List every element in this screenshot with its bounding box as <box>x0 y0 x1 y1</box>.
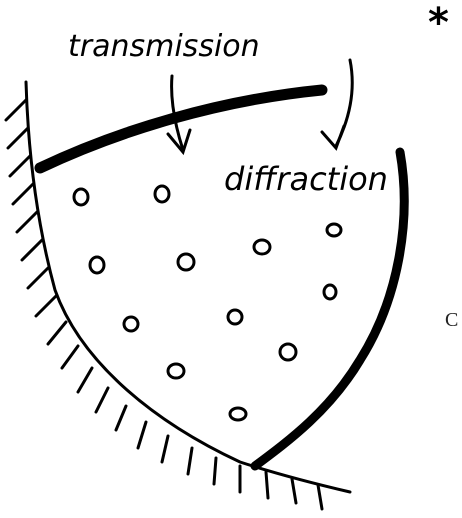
asterisk-mark: * <box>428 0 449 46</box>
particle <box>325 222 343 238</box>
particle <box>153 184 171 204</box>
left-boundary-wall <box>4 80 352 511</box>
particle <box>166 362 186 380</box>
particle <box>278 342 298 362</box>
diffraction-boundary <box>250 147 409 471</box>
particle <box>176 252 196 272</box>
particle <box>228 406 248 422</box>
particle <box>88 255 106 275</box>
particles <box>72 184 343 422</box>
particle <box>252 238 272 256</box>
particle <box>122 315 140 333</box>
particle <box>72 187 90 207</box>
particle <box>226 308 244 326</box>
diffraction-label: diffraction <box>224 160 388 198</box>
transmission-label: transmission <box>68 29 260 64</box>
diffraction-arrow <box>320 58 354 151</box>
particle <box>322 283 338 301</box>
transmission-boundary <box>34 84 328 174</box>
edge-letter: C <box>445 309 458 331</box>
